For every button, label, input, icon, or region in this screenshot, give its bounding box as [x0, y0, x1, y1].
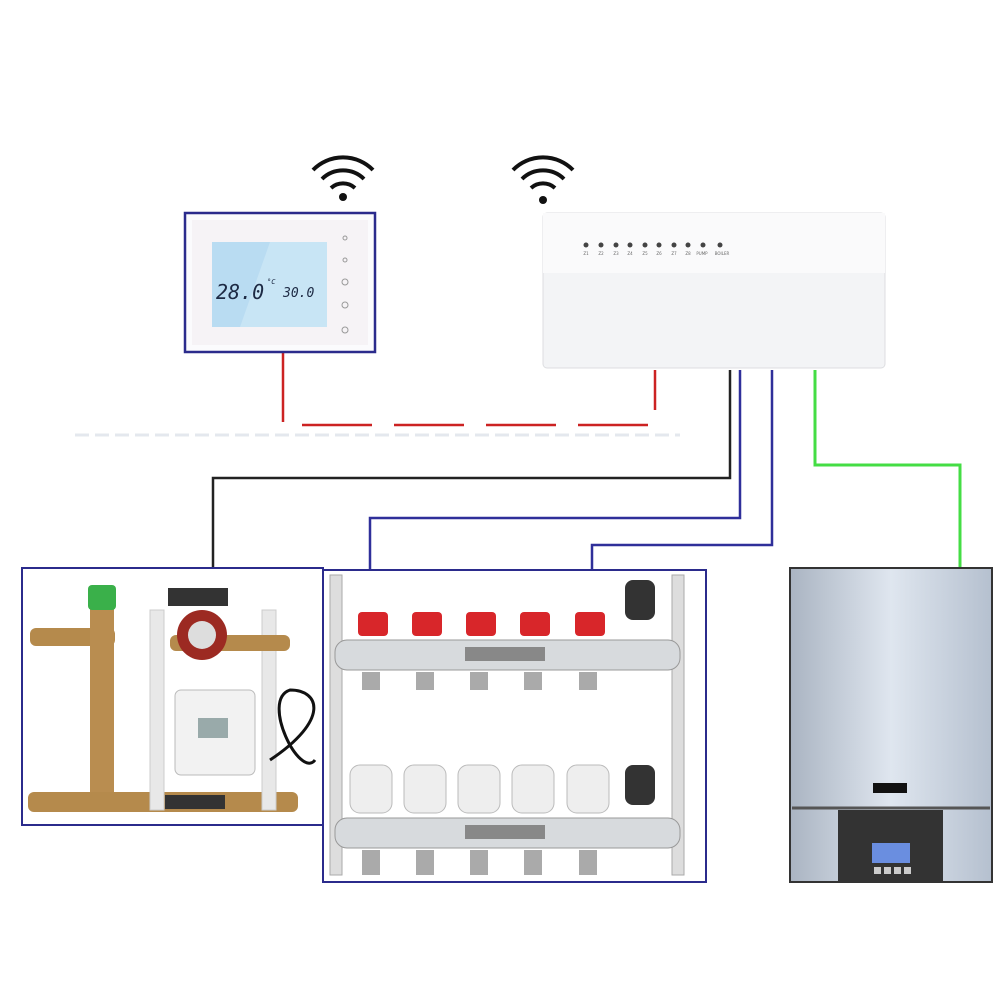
power-button-icon[interactable] — [341, 326, 349, 334]
zone-label: Z2 — [598, 251, 604, 256]
zone-label: Z3 — [613, 251, 619, 256]
zone-label: Z1 — [583, 251, 589, 256]
zone-label: Z5 — [642, 251, 648, 256]
flow-meter — [412, 612, 442, 636]
temperature-unit: °C — [267, 278, 276, 286]
valve-knob — [88, 585, 116, 610]
wiring-hub: Z1 Z2 Z3 Z4 Z5 Z6 Z7 Z8 PUMP BOILER — [542, 212, 886, 369]
actuator — [566, 764, 610, 814]
boiler-wire — [813, 370, 962, 568]
set-temperature: 30.0 — [282, 286, 314, 301]
flow-meter — [520, 612, 550, 636]
flow-meter — [358, 612, 388, 636]
current-temperature: 28.0 — [216, 280, 264, 304]
flow-meter — [466, 612, 496, 636]
boiler-logo — [873, 783, 907, 793]
actuator — [457, 764, 501, 814]
zone-label: Z7 — [671, 251, 677, 256]
boiler-display — [872, 843, 910, 863]
menu-button-icon[interactable] — [341, 301, 349, 309]
mode-button-icon[interactable] — [341, 278, 349, 286]
zone-label: Z8 — [685, 251, 691, 256]
zone-label: Z4 — [627, 251, 633, 256]
mixing-pump-unit — [21, 567, 324, 826]
actuator — [403, 764, 447, 814]
flow-meter — [575, 612, 605, 636]
zone-label: Z6 — [656, 251, 662, 256]
actuator — [511, 764, 555, 814]
zone-leds — [583, 242, 723, 248]
thermostat-hub-link — [281, 352, 657, 427]
wifi-icon — [311, 155, 375, 201]
wifi-icon — [511, 155, 575, 204]
zone-label: PUMP — [696, 251, 708, 256]
manifold — [322, 569, 707, 883]
boiler — [789, 567, 993, 883]
up-button-icon[interactable] — [342, 235, 348, 241]
zone-label: BOILER — [715, 251, 730, 256]
thermostat: 28.0 °C 30.0 — [183, 211, 377, 354]
down-button-icon[interactable] — [342, 257, 348, 263]
actuator — [349, 764, 393, 814]
pump-wire — [211, 370, 732, 568]
